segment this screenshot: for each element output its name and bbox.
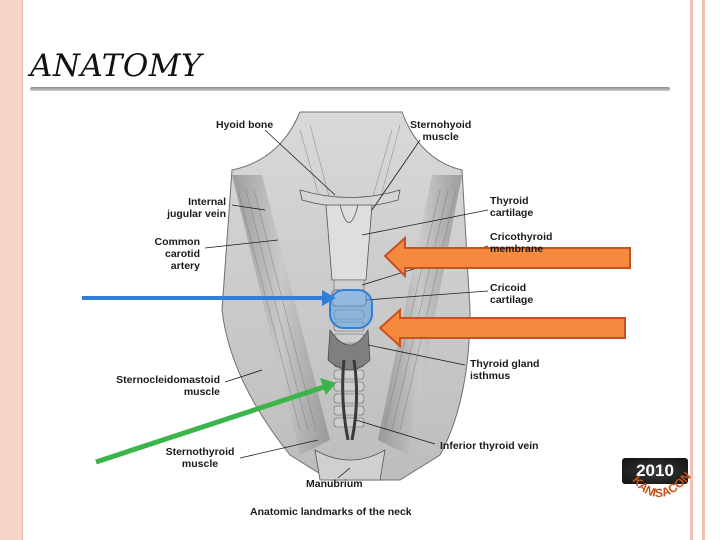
label-sternocleidomastoid-muscle: Sternocleidomastoid muscle [116, 374, 220, 398]
label-cricoid-cartilage: Cricoid cartilage [490, 282, 534, 306]
highlight-circle [329, 289, 373, 329]
label-thyroid-cartilage: Thyroid cartilage [490, 195, 534, 219]
green-arrow [95, 378, 336, 465]
title-divider [30, 87, 670, 91]
logo-curved-text: KANISACON [630, 469, 694, 500]
slide-title: ANATOMY [30, 48, 203, 84]
label-common-carotid-artery: Common carotid artery [154, 236, 201, 272]
slide-frame-right [682, 0, 720, 540]
label-cricothyroid-membrane: Cricothyroid membrane [490, 231, 553, 255]
label-manubrium: Manubrium [306, 478, 363, 490]
svg-text:KANISACON: KANISACON [630, 469, 694, 500]
label-sternohyoid-muscle: Sternohyoid muscle [410, 119, 472, 143]
conference-logo: 2010 KANISACON [622, 458, 698, 510]
label-internal-jugular-vein: Internal jugular vein [167, 196, 226, 220]
label-inferior-thyroid-vein: Inferior thyroid vein [440, 440, 539, 452]
blue-arrow [82, 290, 336, 306]
label-sternothyroid-muscle: Sternothyroid muscle [165, 446, 235, 470]
slide-frame-left [0, 0, 23, 540]
orange-arrow-lower [378, 307, 626, 349]
label-thyroid-gland-isthmus: Thyroid gland isthmus [470, 358, 540, 382]
logo-year: 2010 [622, 458, 688, 484]
figure-caption: Anatomic landmarks of the neck [250, 506, 412, 518]
orange-arrow-upper [383, 235, 631, 279]
label-hyoid-bone: Hyoid bone [216, 119, 274, 131]
